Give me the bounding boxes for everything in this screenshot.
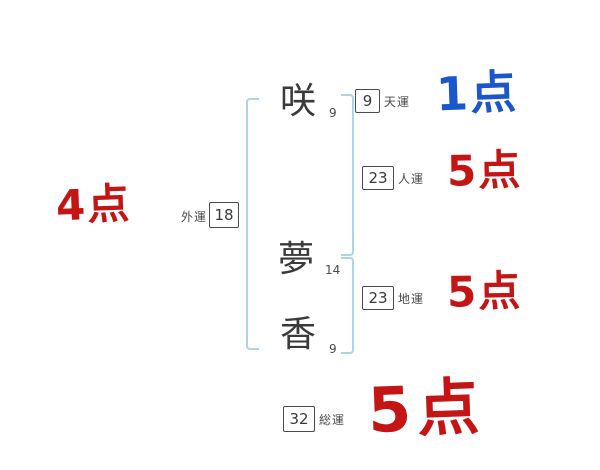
name-char-last: 香 [280, 314, 317, 355]
gaiun-value-box: 18 [209, 202, 239, 228]
gaiun-label: 外運 [181, 210, 208, 224]
chiun-label: 地運 [398, 292, 425, 306]
soun-value-box: 32 [283, 406, 315, 432]
chiun-value-box: 23 [362, 286, 394, 310]
name-char-middle-strokes: 14 [325, 263, 341, 277]
gaiun-score: 4点 [55, 178, 133, 231]
outer-luck-bracket [246, 98, 259, 350]
person-luck-bracket [341, 94, 354, 256]
name-char-middle: 夢 [278, 239, 315, 280]
earth-luck-bracket [341, 257, 354, 354]
name-char-last-strokes: 9 [329, 342, 337, 356]
tenun-value-box: 9 [355, 89, 380, 113]
tenun-label: 天運 [384, 95, 411, 109]
jinun-score: 5点 [446, 145, 523, 196]
name-char-first-strokes: 9 [329, 106, 337, 120]
tenun-score: 1点 [435, 64, 519, 122]
chiun-score: 5点 [446, 266, 523, 317]
jinun-value-box: 23 [362, 166, 394, 190]
jinun-label: 人運 [398, 172, 425, 186]
soun-label: 総運 [319, 413, 346, 427]
name-char-first: 咲 [280, 81, 317, 122]
soun-score: 5点 [366, 369, 487, 448]
